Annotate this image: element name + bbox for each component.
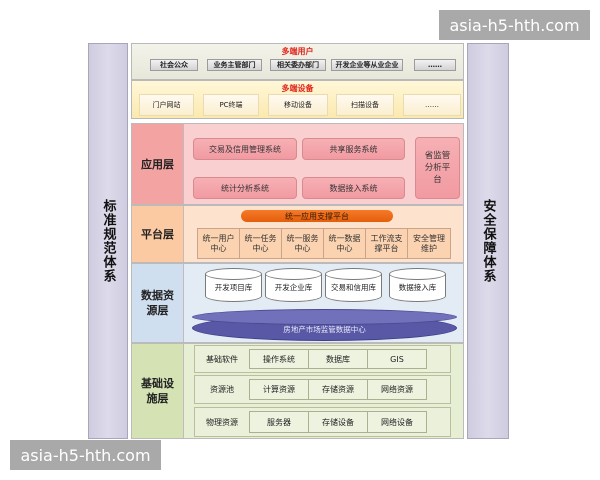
unified-platform-banner: 统一应用支撑平台 <box>241 210 393 222</box>
watermark-bottom-left: asia-h5-hth.com <box>10 440 161 470</box>
data-access-system: 数据接入系统 <box>302 177 405 199</box>
infra-row-label: 物理资源 <box>206 417 238 427</box>
unified-task-center: 统一任务中心 <box>239 228 282 259</box>
standards-column: 标准规范体系 <box>88 43 128 439</box>
infra-cell: 数据库 <box>308 349 368 369</box>
trade-credit-system: 交易及信用管理系统 <box>193 138 297 160</box>
infra-row-resource-pool: 资源池 计算资源 存储资源 网络资源 <box>194 375 451 404</box>
infra-cell: 服务器 <box>249 411 309 433</box>
infra-row-physical: 物理资源 服务器 存储设备 网络设备 <box>194 407 451 437</box>
workflow-platform: 工作流支撑平台 <box>365 228 408 259</box>
provincial-platform: 省监管分析平台 <box>415 137 460 199</box>
infra-cell: 存储设备 <box>308 411 368 433</box>
database-enterprise-label: 开发企业库 <box>274 283 313 292</box>
unified-user-center: 统一用户中心 <box>197 228 240 259</box>
shared-service-system: 共享服务系统 <box>302 138 405 160</box>
devices-title: 多端设备 <box>281 84 314 93</box>
device-portal: 门户网站 <box>139 94 194 116</box>
infra-row-label: 基础软件 <box>206 354 238 364</box>
data-center-label: 房地产市场监管数据中心 <box>283 325 366 334</box>
user-related-dept: 相关委办部门 <box>270 59 326 71</box>
security-label: 安全保障体系 <box>480 199 496 283</box>
security-management: 安全管理维护 <box>407 228 451 259</box>
database-project: 开发项目库 <box>205 268 262 302</box>
device-pc: PC终端 <box>203 94 259 116</box>
security-column: 安全保障体系 <box>467 43 509 439</box>
device-more: …… <box>403 94 461 116</box>
infrastructure-layer-label: 基础设施层 <box>132 344 184 438</box>
infra-cell: 计算资源 <box>249 379 309 400</box>
unified-service-center: 统一服务中心 <box>281 228 324 259</box>
infra-row-label: 资源池 <box>210 385 234 394</box>
user-public: 社会公众 <box>150 59 198 71</box>
platform-layer: 平台层 统一应用支撑平台 统一用户中心 统一任务中心 统一服务中心 统一数据中心… <box>131 205 464 263</box>
data-center-disk: 房地产市场监管数据中心 <box>192 309 457 341</box>
device-mobile: 移动设备 <box>268 94 328 116</box>
user-business-dept: 业务主管部门 <box>207 59 262 71</box>
database-access: 数据接入库 <box>389 268 446 302</box>
unified-data-center: 统一数据中心 <box>323 228 366 259</box>
database-access-label: 数据接入库 <box>398 283 437 292</box>
application-layer-label: 应用层 <box>132 124 184 204</box>
user-enterprises: 开发企业等从业企业 <box>331 59 403 71</box>
device-scanner: 扫描设备 <box>336 94 394 116</box>
data-layer-label: 数据资源层 <box>132 264 184 342</box>
infra-cell: GIS <box>367 349 427 369</box>
infra-cell: 网络资源 <box>367 379 427 400</box>
data-layer: 数据资源层 开发项目库 开发企业库 交易和信用库 数据接入库 房地产市场监管数据… <box>131 263 464 343</box>
infra-row-software: 基础软件 操作系统 数据库 GIS <box>194 345 451 373</box>
user-more: …… <box>414 59 456 71</box>
infra-cell: 操作系统 <box>249 349 309 369</box>
statistics-system: 统计分析系统 <box>193 177 297 199</box>
database-enterprise: 开发企业库 <box>265 268 322 302</box>
infra-cell: 存储资源 <box>308 379 368 400</box>
standards-label: 标准规范体系 <box>100 199 116 283</box>
users-section: 多端用户 社会公众 业务主管部门 相关委办部门 开发企业等从业企业 …… <box>131 43 464 80</box>
database-trade-credit-label: 交易和信用库 <box>331 283 376 292</box>
devices-section: 多端设备 门户网站 PC终端 移动设备 扫描设备 …… <box>131 80 464 119</box>
database-project-label: 开发项目库 <box>214 283 253 292</box>
database-trade-credit: 交易和信用库 <box>325 268 382 302</box>
platform-layer-label: 平台层 <box>132 206 184 262</box>
users-title: 多端用户 <box>281 47 314 56</box>
application-layer: 应用层 交易及信用管理系统 共享服务系统 统计分析系统 数据接入系统 省监管分析… <box>131 123 464 205</box>
watermark-top-right: asia-h5-hth.com <box>439 10 590 40</box>
infra-cell: 网络设备 <box>367 411 427 433</box>
